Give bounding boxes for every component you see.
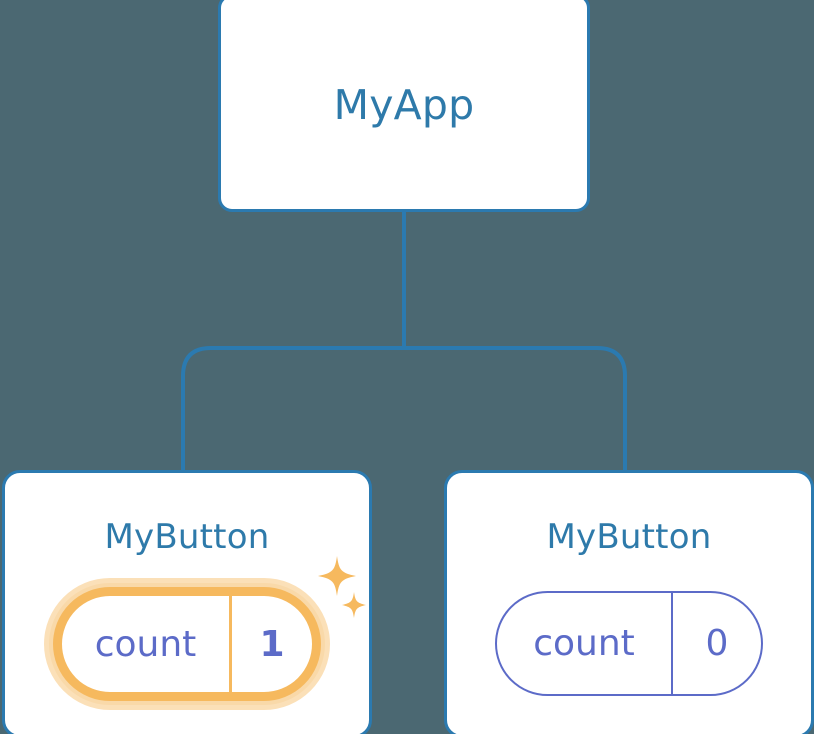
node-myapp-title: MyApp [333, 81, 475, 129]
state-pill-left-highlight-group: count 1 [44, 578, 330, 710]
edge-root-to-children [181, 346, 627, 470]
state-pill-left-divider [229, 596, 232, 692]
state-pill-count-0[interactable]: count 0 [495, 591, 763, 696]
state-pill-right-value: 0 [705, 623, 729, 664]
state-pill-count-1[interactable]: count 1 [53, 587, 321, 701]
state-pill-right-wrap: count 0 [447, 591, 811, 696]
node-mybutton-right[interactable]: MyButton count 0 [444, 470, 814, 734]
state-pill-left-wrap: count 1 [5, 578, 369, 710]
node-mybutton-left-title: MyButton [104, 517, 270, 557]
node-myapp[interactable]: MyApp [218, 0, 590, 212]
state-pill-left-key: count [94, 623, 197, 665]
node-mybutton-right-title: MyButton [546, 517, 712, 557]
state-pill-right-key: count [533, 623, 635, 664]
state-pill-left-value: 1 [259, 623, 285, 665]
state-pill-right-divider [671, 593, 673, 694]
node-mybutton-left[interactable]: MyButton count 1 [2, 470, 372, 734]
